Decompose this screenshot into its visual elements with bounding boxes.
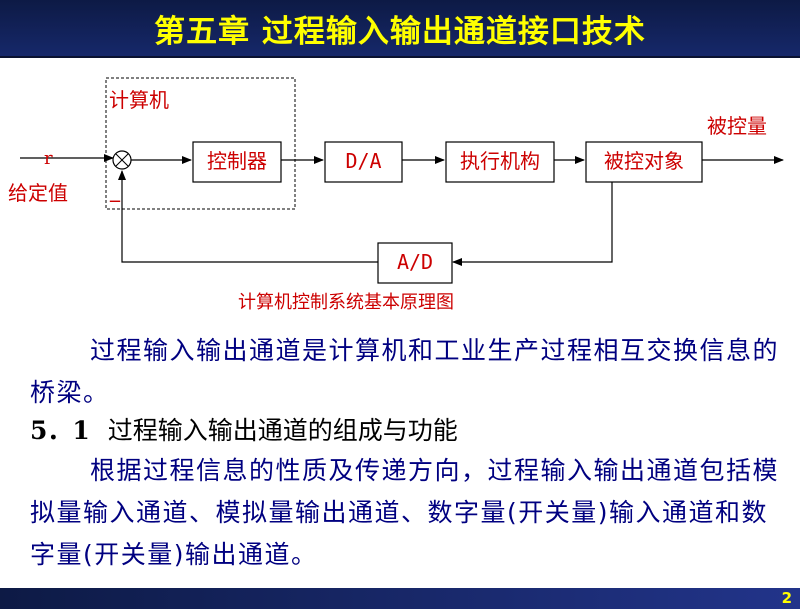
computer-label: 计算机 bbox=[109, 88, 169, 112]
section-heading: 5．1 过程输入输出通道的组成与功能 bbox=[30, 410, 458, 452]
output-label: 被控量 bbox=[707, 114, 767, 138]
footer-bar: 2 bbox=[0, 588, 800, 609]
actuator-label: 执行机构 bbox=[460, 149, 540, 173]
slide-title: 第五章 过程输入输出通道接口技术 bbox=[154, 13, 646, 50]
control-system-diagram bbox=[20, 77, 784, 284]
diagram-caption: 计算机控制系统基本原理图 bbox=[238, 292, 454, 313]
setpoint-label: 给定值 bbox=[8, 181, 68, 205]
ad-block bbox=[377, 242, 453, 284]
feedback-line-left bbox=[118, 170, 378, 263]
page-number: 2 bbox=[781, 589, 792, 607]
plant-block bbox=[585, 141, 703, 183]
section-number: 5．1 bbox=[30, 416, 90, 445]
da-label: D/A bbox=[345, 149, 382, 173]
ad-label: A/D bbox=[396, 250, 434, 274]
intro-paragraph: 过程输入输出通道是计算机和工业生产过程相互交换信息的桥梁。 bbox=[30, 336, 780, 407]
minus-sign: _ bbox=[110, 178, 120, 202]
actuator-block bbox=[445, 141, 555, 183]
plant-label: 被控对象 bbox=[604, 149, 684, 173]
title-bar: 第五章 过程输入输出通道接口技术 bbox=[0, 0, 800, 58]
controller-label: 控制器 bbox=[207, 149, 267, 173]
feedback-line-right bbox=[452, 182, 613, 266]
input-r-label: r bbox=[44, 148, 53, 169]
section-title: 过程输入输出通道的组成与功能 bbox=[107, 416, 458, 445]
body-paragraph: 根据过程信息的性质及传递方向，过程输入输出通道包括模拟量输入通道、模拟量输出通道… bbox=[30, 456, 780, 569]
da-block bbox=[324, 141, 403, 183]
controller-block bbox=[192, 141, 282, 183]
